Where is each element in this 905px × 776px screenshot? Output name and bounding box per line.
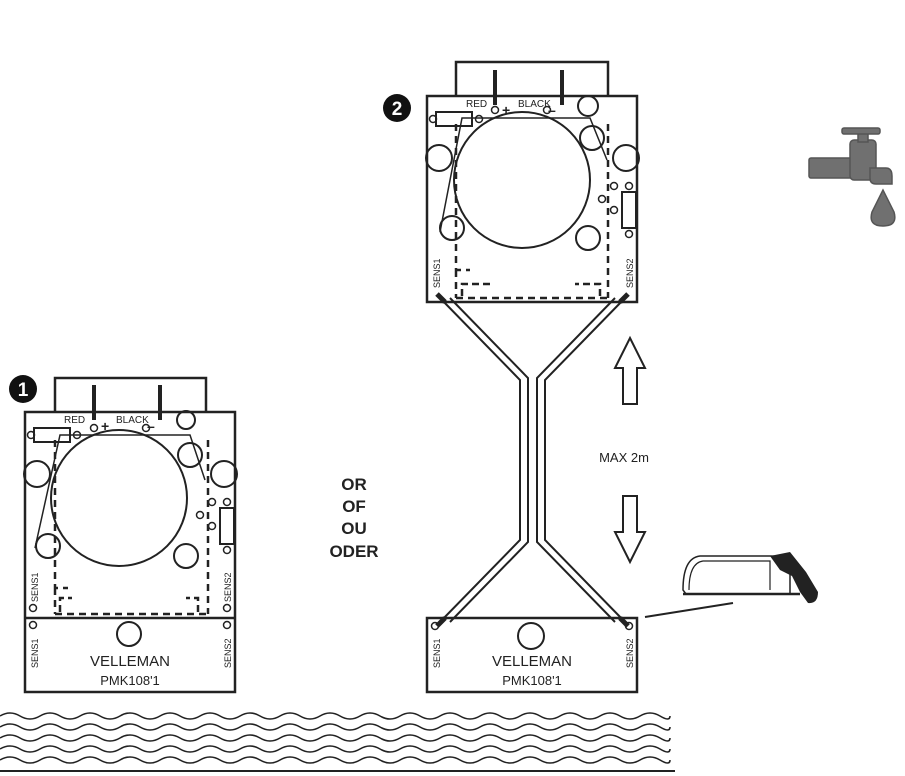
board-2-mount-left [425,144,453,172]
board-2-disk-tangent [439,117,608,233]
board-2-dashed-frame [454,124,610,300]
board-1-top-bracket [53,376,208,412]
board-1-mount-left [23,460,51,488]
board-1-sens2-bottom: SENS2 [223,638,233,668]
board-2-base [425,616,639,694]
step-2-badge [383,94,411,122]
board-2-plus: + [502,102,510,118]
arrow-up-icon [613,335,647,405]
board-1-mount-br [173,543,199,569]
board-1-outline [23,410,237,694]
hacksaw-icon [644,552,818,618]
board-2-minus: – [548,102,556,118]
board-1-dashed-corners [58,596,200,612]
connecting-cable [435,292,630,628]
board-2-mount-tr [577,95,599,117]
board-2-buzzer-disk [453,111,591,249]
board-2-mount-bl [439,215,465,241]
board-1-minus: – [147,418,155,434]
board-1-resistor-2 [219,507,235,545]
board-1-sens2-top: SENS2 [223,572,233,602]
board-1-mount-tr [176,410,196,430]
board-2-top-bracket [454,60,610,96]
board-1-sens1-bottom: SENS1 [30,638,40,668]
board-1-mount-bl [35,533,61,559]
alt-or: OR [341,475,367,494]
board-1-mount-right [210,460,238,488]
board-1-dashed-frame [53,440,210,616]
step-1-number: 1 [18,380,29,401]
board-1-sens1-top: SENS1 [30,572,40,602]
board-2-model: PMK108'1 [502,673,562,688]
board-2-resistor-2 [621,191,637,229]
board-1-mount-tr2 [177,442,203,468]
board-2-brand: VELLEMAN [492,653,572,670]
alt-oder: ODER [329,542,378,561]
board-2-sens1-top: SENS1 [432,258,442,288]
board-2-mount-tr2 [579,125,605,151]
board-2-sensor [425,60,640,304]
water-tap-icon [808,127,896,227]
step-1-badge [9,375,37,403]
step-2-group: 2 [383,60,896,694]
board-2-sens1-bottom: SENS1 [432,638,442,668]
board-1-buzzer-disk [50,429,188,567]
board-1-labels: RED + BLACK – SENS1 SENS2 SENS1 SENS2 VE… [30,415,233,688]
board-2-mount-right [612,144,640,172]
board-1-model: PMK108'1 [100,673,160,688]
board-2-dashed-corners [460,282,602,296]
board-1-black-label: BLACK [116,415,149,426]
board-1-plus: + [101,418,109,434]
board-2-base-labels: SENS1 SENS2 VELLEMAN PMK108'1 [432,638,635,688]
water-waves-icon [0,712,675,772]
board-1-base-hole [116,621,142,647]
board-2-sens2-bottom: SENS2 [625,638,635,668]
board-1-red-label: RED [64,415,85,426]
arrow-down-icon [613,495,647,565]
board-2-sens2-top: SENS2 [625,258,635,288]
alt-of: OF [342,497,366,516]
board-2-resistor [435,111,473,127]
board-1-disk-tangent [34,434,206,549]
board-2-mount-br [575,225,601,251]
board-2-black-label: BLACK [518,99,551,110]
board-1 [23,376,238,694]
step-1-group: 1 [9,375,238,694]
alt-ou: OU [341,519,367,538]
distance-label: MAX 2m [599,450,649,465]
alternatives-list: OR OF OU ODER [329,475,378,561]
step-2-number: 2 [392,99,403,120]
board-2-sensor-labels: RED + BLACK – SENS1 SENS2 [432,99,635,288]
board-1-brand: VELLEMAN [90,653,170,670]
board-2-base-hole [517,622,545,650]
board-2-base-outline [425,616,639,694]
board-2-red-label: RED [466,99,487,110]
